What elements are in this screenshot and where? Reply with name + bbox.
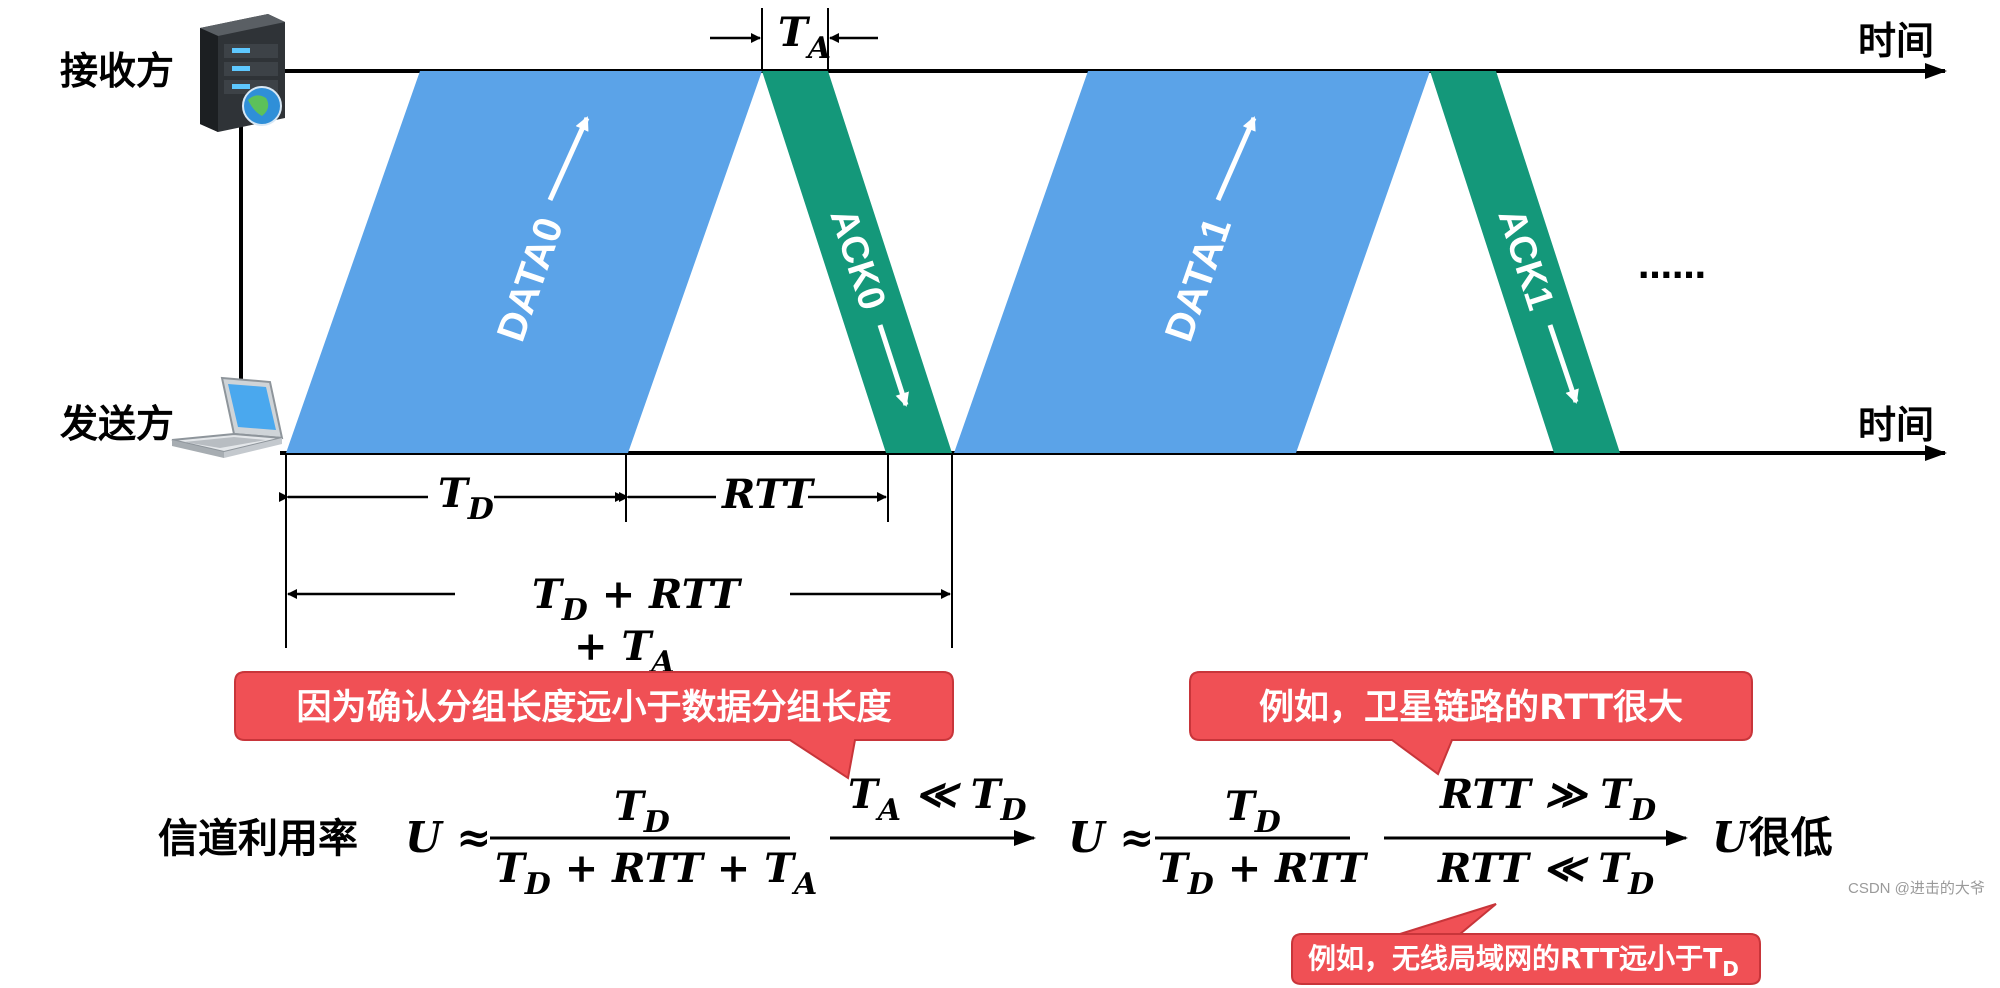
callout-right: 例如，卫星链路的RTT很大 [1189,671,1753,776]
ack0-packet [762,71,952,453]
data1-direction-arrow [1215,116,1257,202]
callout-bottom-text: 例如，无线局域网的RTT远小于TD [1308,942,1739,981]
data1-packet [954,71,1430,453]
time-label-bottom: 时间 [1858,403,1934,447]
condition-top-label: RTT ≫ TD [1439,771,1656,828]
rtt-label: RTT [721,471,816,518]
ack1-direction-arrow [1547,324,1579,404]
data0-packet [286,71,762,453]
ta-label: TA [778,9,831,66]
data0-direction-arrow [547,116,590,202]
ack1-packet [1430,71,1620,453]
fraction2-denominator: TD + RTT [1158,845,1369,902]
time-label-top: 时间 [1858,19,1934,63]
result-label: U很低 [1712,813,1833,862]
fraction1-numerator: TD [614,783,670,840]
td-label: TD [438,470,494,527]
callout-left-text: 因为确认分组长度远小于数据分组长度 [296,688,891,728]
rtt-label-bg [716,470,808,522]
watermark-text: CSDN @进击的大爷 [1848,880,1985,897]
receiver-label: 接收方 [60,49,174,93]
laptop-icon [171,376,284,458]
server-icon [200,14,285,132]
ack0-direction-arrow [877,324,909,407]
ellipsis-text: …… [1638,247,1706,287]
utilization-label: 信道利用率 [158,816,358,862]
callout-right-text: 例如，卫星链路的RTT很大 [1259,688,1683,728]
total-label-line1: TD + RTT [532,571,743,628]
condition1-label: TA ≪ TD [848,771,1027,828]
fraction2-numerator: TD [1225,783,1281,840]
fraction1-denominator: TD + RTT + TA [495,845,817,902]
u-approx-2: U ≈ [1068,813,1154,862]
td-label-bg [428,470,494,522]
u-approx-1: U ≈ [405,813,491,862]
callout-left: 因为确认分组长度远小于数据分组长度 [234,671,954,780]
sender-label: 发送方 [60,402,174,446]
callout-bottom: 例如，无线局域网的RTT远小于TD [1291,903,1761,985]
condition-bottom-label: RTT ≪ TD [1437,845,1654,902]
